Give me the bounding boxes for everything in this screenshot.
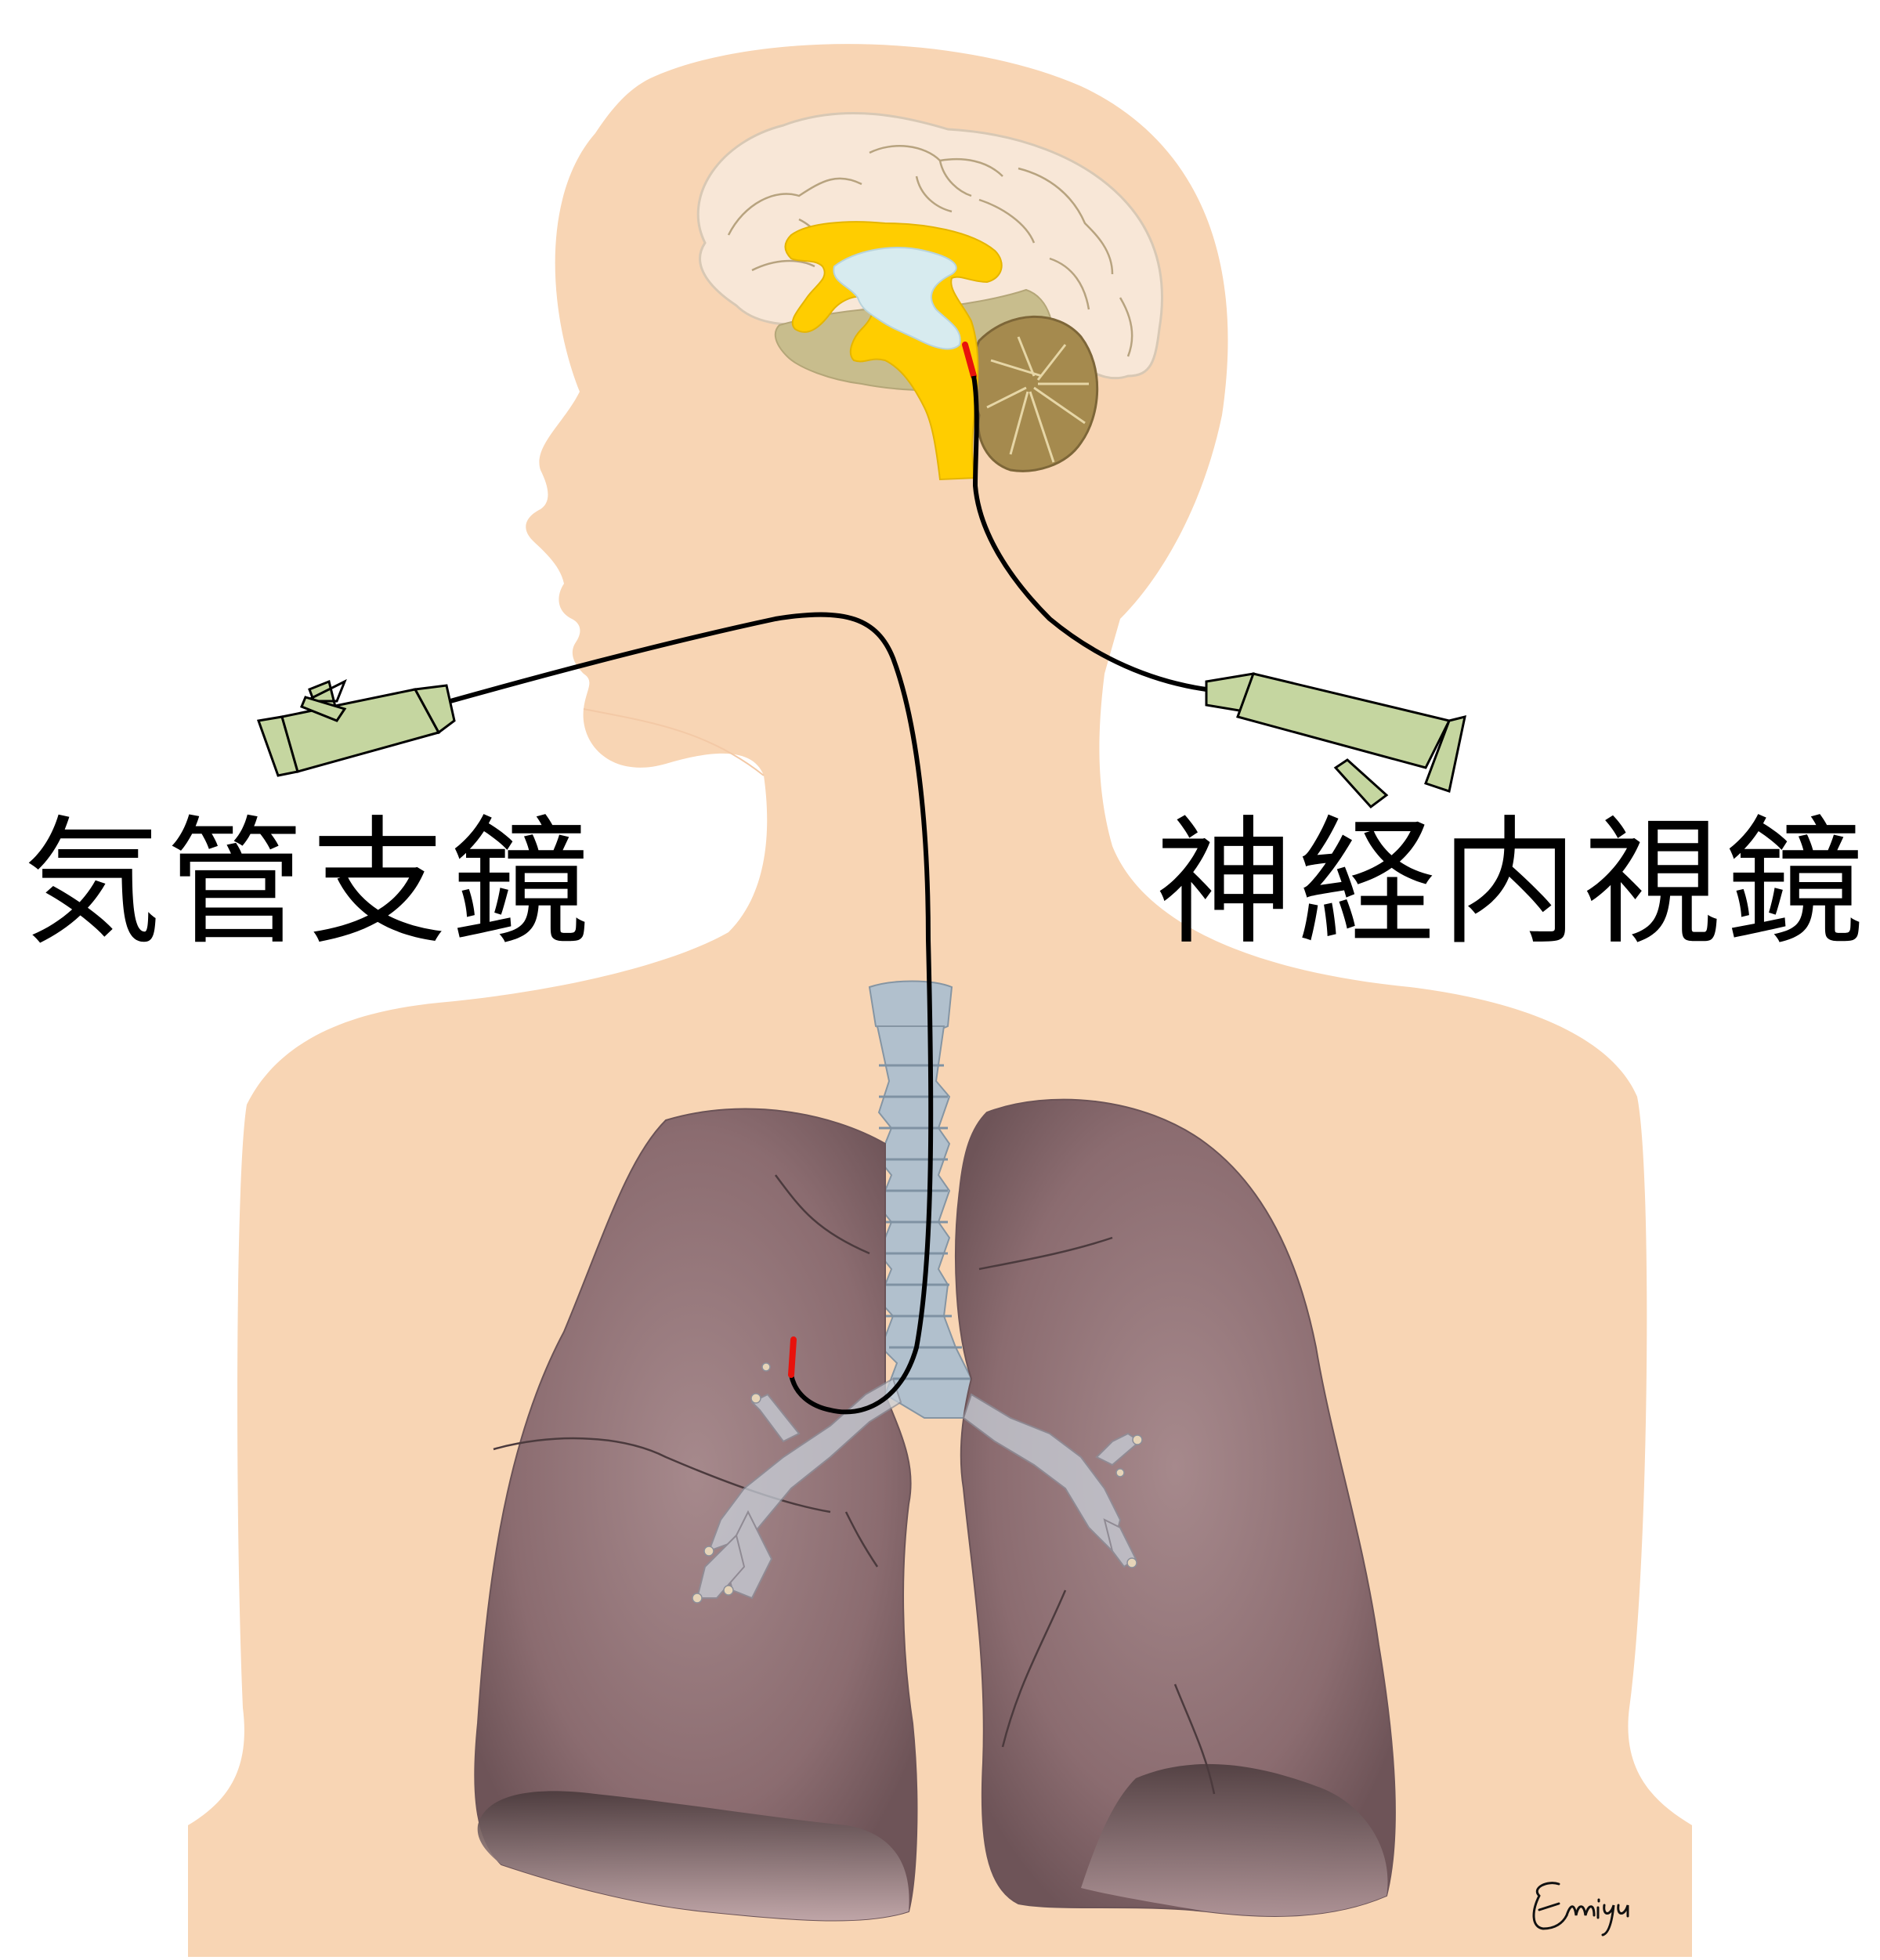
bronchoscope-tip	[791, 1340, 794, 1375]
bronchoscope-label: 気管支鏡	[24, 815, 594, 953]
neuroendoscope-device	[1206, 674, 1465, 807]
cerebellum	[972, 316, 1097, 471]
bronchoscope-device	[258, 682, 454, 776]
neuroendoscope-label: 神経内視鏡	[1155, 815, 1868, 953]
